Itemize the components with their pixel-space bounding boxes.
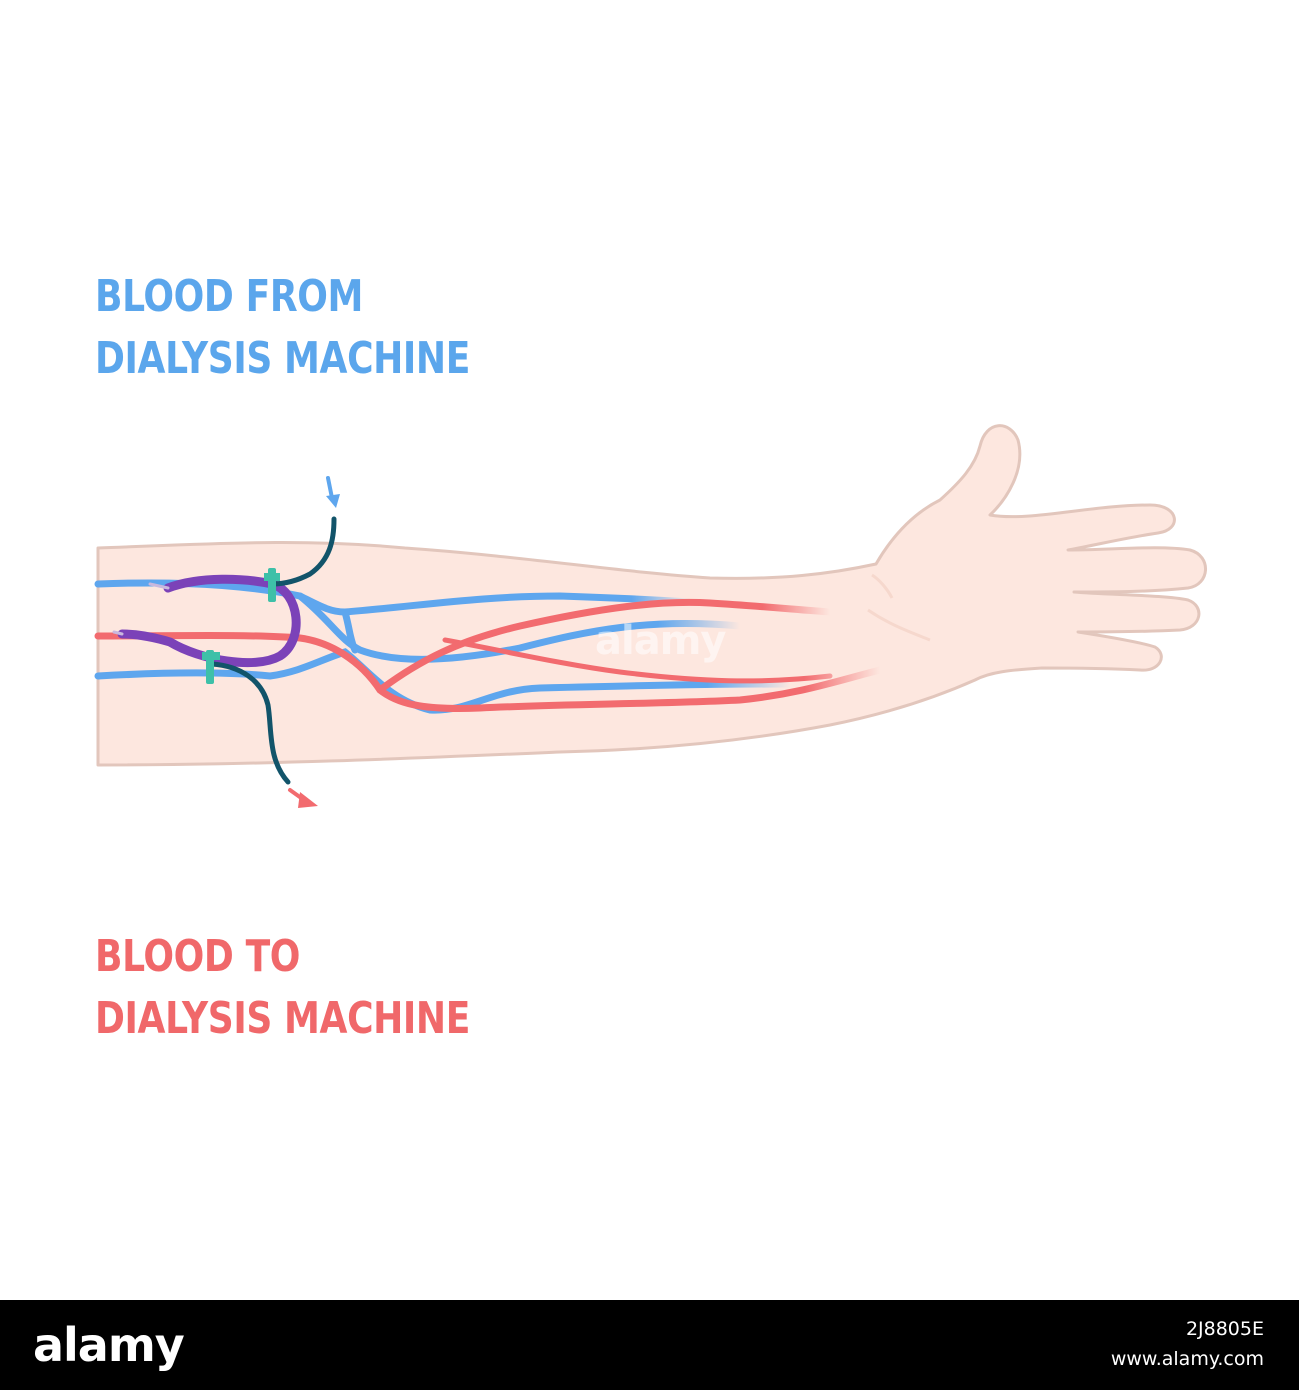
footer-image-info: 2J8805E www.alamy.com xyxy=(1111,1314,1264,1374)
dialysis-arm-diagram xyxy=(94,424,1207,808)
artery-branch xyxy=(442,637,833,684)
footer-logo: alamy xyxy=(33,1318,185,1372)
arrow-into-arm-icon xyxy=(326,476,340,508)
av-fistula-loop xyxy=(117,574,301,668)
vein-upper xyxy=(94,579,694,616)
blood-from-dialysis-label: BLOOD FROM DIALYSIS MACHINE xyxy=(95,266,470,390)
wrist-crease xyxy=(867,608,931,642)
blood-to-label-line1: BLOOD TO xyxy=(95,931,301,982)
tubing-to-machine xyxy=(209,661,291,785)
stock-footer-bar: alamy 2J8805E www.alamy.com xyxy=(0,1300,1299,1390)
clamp-bottom xyxy=(202,650,220,684)
palm-crease xyxy=(871,573,894,599)
arrow-out-of-arm-icon xyxy=(288,788,318,808)
needle-tip-top xyxy=(148,582,170,590)
clamp-top xyxy=(264,568,280,602)
footer-image-id: 2J8805E xyxy=(1185,1318,1264,1340)
vein-connector xyxy=(341,608,359,654)
artery-upper xyxy=(376,598,834,694)
artery-main xyxy=(94,632,884,712)
vein-lower xyxy=(94,648,794,714)
footer-site-url: www.alamy.com xyxy=(1110,1348,1264,1370)
tubing-from-machine xyxy=(269,516,337,587)
needle-tip-bottom xyxy=(112,630,124,636)
blood-from-label-line2: DIALYSIS MACHINE xyxy=(95,333,470,384)
blood-from-label-line1: BLOOD FROM xyxy=(95,271,363,322)
arm-skin xyxy=(96,424,1207,767)
blood-to-dialysis-label: BLOOD TO DIALYSIS MACHINE xyxy=(95,926,470,1050)
vein-middle xyxy=(296,592,744,663)
blood-to-label-line2: DIALYSIS MACHINE xyxy=(95,993,470,1044)
watermark-text: alamy xyxy=(595,618,726,664)
